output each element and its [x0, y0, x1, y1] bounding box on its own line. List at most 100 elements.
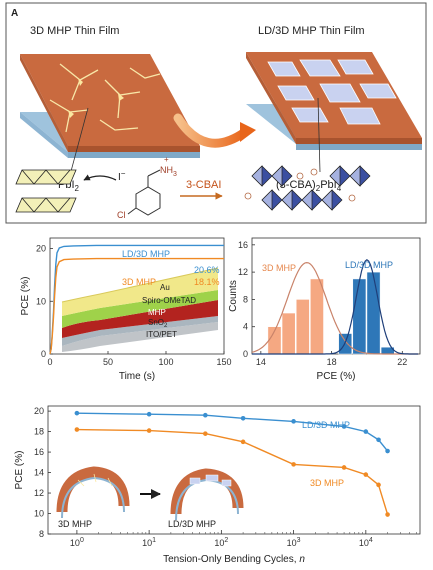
c-ytick-label: 16: [238, 240, 248, 250]
layer-sno2: SnO2: [148, 318, 168, 329]
d-point-0-3: [240, 415, 246, 421]
chlorine-label: Cl: [117, 210, 126, 220]
ld3d-film-illustration: [246, 52, 422, 173]
perovskite-ld-lattice: [244, 165, 371, 211]
b-ytick-label: 0: [41, 349, 46, 359]
panel-b-series: [49, 244, 224, 355]
perovskite-3d-lattice: [15, 169, 77, 213]
b-ytick-label: 20: [36, 244, 46, 254]
c-xlabel: PCE (%): [317, 371, 356, 382]
b-ytick-label: 10: [36, 296, 46, 306]
c-ytick-label: 8: [243, 294, 248, 304]
d-ytick-label: 10: [34, 509, 44, 519]
d-ytick-label: 20: [34, 406, 44, 416]
d-point-1-8: [385, 512, 390, 517]
d-xtick-label: 104: [359, 537, 373, 548]
cracked-film-illustration: [20, 54, 200, 176]
c-series-label-ld3d: LD/3D MHP: [345, 260, 393, 270]
amine-charge: +: [164, 155, 169, 164]
iodide-label: I−: [118, 169, 126, 183]
bent-film-inset-3d: [56, 466, 130, 519]
reagent-label: 3-CBAI: [186, 179, 221, 191]
c-bar-0-2: [295, 299, 310, 355]
c-series-label-3d: 3D MHP: [262, 263, 296, 273]
layer-spiro: Spiro-OMeTAD: [142, 296, 196, 305]
b-xtick-label: 150: [216, 357, 231, 367]
d-point-1-1: [146, 428, 152, 433]
d-point-1-0: [74, 427, 80, 432]
panel-a-letter: A: [11, 8, 18, 19]
panel-c-fits: [251, 259, 419, 355]
d-point-0-7: [376, 437, 381, 443]
layer-mhp: MHP: [148, 308, 166, 317]
d-xtick-label: 103: [287, 537, 301, 548]
d-xtick-label: 100: [70, 537, 84, 548]
d-legend-3d: 3D MHP: [310, 478, 344, 488]
d-point-1-7: [376, 482, 381, 488]
d-ytick-label: 16: [34, 447, 44, 457]
device-stack-inset: [61, 267, 219, 352]
d-point-0-6: [363, 429, 369, 434]
d-point-1-2: [203, 431, 208, 436]
d-point-1-5: [341, 465, 347, 470]
b-end-label-3d: 18.1%: [194, 277, 220, 287]
c-ytick-label: 0: [243, 349, 248, 359]
b-ylabel: PCE (%): [20, 277, 31, 316]
d-ytick-label: 18: [34, 427, 44, 437]
d-ylabel: PCE (%): [14, 451, 25, 490]
c-bar-0-1: [281, 312, 296, 355]
d-point-0-8: [385, 448, 390, 454]
d-inset-label-ld3d: LD/3D MHP: [168, 519, 216, 529]
c-bar-1-2: [366, 271, 381, 355]
d-legend-ld3d: LD/3D MHP: [302, 420, 350, 430]
b-series-line-1: [49, 257, 224, 355]
d-ytick-label: 8: [39, 529, 44, 539]
d-ytick-label: 12: [34, 488, 44, 498]
c-xtick-label: 22: [397, 357, 407, 367]
c-bar-1-1: [352, 278, 367, 355]
c-fit-curve-1: [252, 259, 419, 355]
b-xtick-label: 0: [47, 357, 52, 367]
reaction-arrow: [173, 113, 250, 148]
3-cbai-molecule: [127, 169, 161, 216]
d-point-0-1: [146, 411, 152, 417]
b-xtick-label: 100: [158, 357, 173, 367]
panel-c-axes: 14 18 22 0 4 8 12 16: [238, 240, 407, 367]
d-point-0-4: [291, 419, 296, 424]
panel-a-right-title: LD/3D MHP Thin Film: [258, 25, 365, 37]
d-point-0-2: [203, 412, 208, 418]
b-xtick-label: 50: [103, 357, 113, 367]
b-end-label-ld3d: 20.6%: [194, 265, 220, 275]
d-point-1-6: [363, 472, 369, 477]
d-point-1-4: [291, 462, 296, 467]
c-xtick-label: 18: [327, 357, 337, 367]
panel-d-series: [74, 410, 390, 517]
c-fit-curve-0: [251, 261, 419, 355]
c-bar-0-3: [310, 278, 324, 355]
d-inset-label-3d: 3D MHP: [58, 519, 92, 529]
d-xlabel: Tension-Only Bending Cycles, n: [163, 554, 305, 565]
d-point-1-3: [240, 439, 246, 445]
d-point-0-0: [74, 410, 80, 416]
c-ylabel: Counts: [228, 280, 239, 312]
b-series-label-3d: 3D MHP: [122, 277, 156, 287]
c-xtick-label: 14: [256, 357, 266, 367]
layer-au: Au: [160, 283, 170, 292]
panel-a: A 3D MHP Thin Film LD/3D MHP Thin Film: [5, 2, 427, 224]
d-xtick-label: 101: [142, 537, 156, 548]
c-ytick-label: 4: [243, 322, 248, 332]
bent-film-inset-ld3d: [170, 468, 244, 521]
d-xtick-label: 102: [214, 537, 228, 548]
b-xlabel: Time (s): [119, 371, 155, 382]
panel-d-frame: [47, 405, 421, 535]
layer-ito: ITO/PET: [146, 330, 177, 339]
panel-a-left-title: 3D MHP Thin Film: [30, 25, 119, 37]
amine-label: NH3: [160, 165, 177, 178]
back-arrow: [83, 174, 117, 181]
c-ytick-label: 12: [238, 267, 248, 277]
b-series-label-ld3d: LD/3D MHP: [122, 249, 170, 259]
